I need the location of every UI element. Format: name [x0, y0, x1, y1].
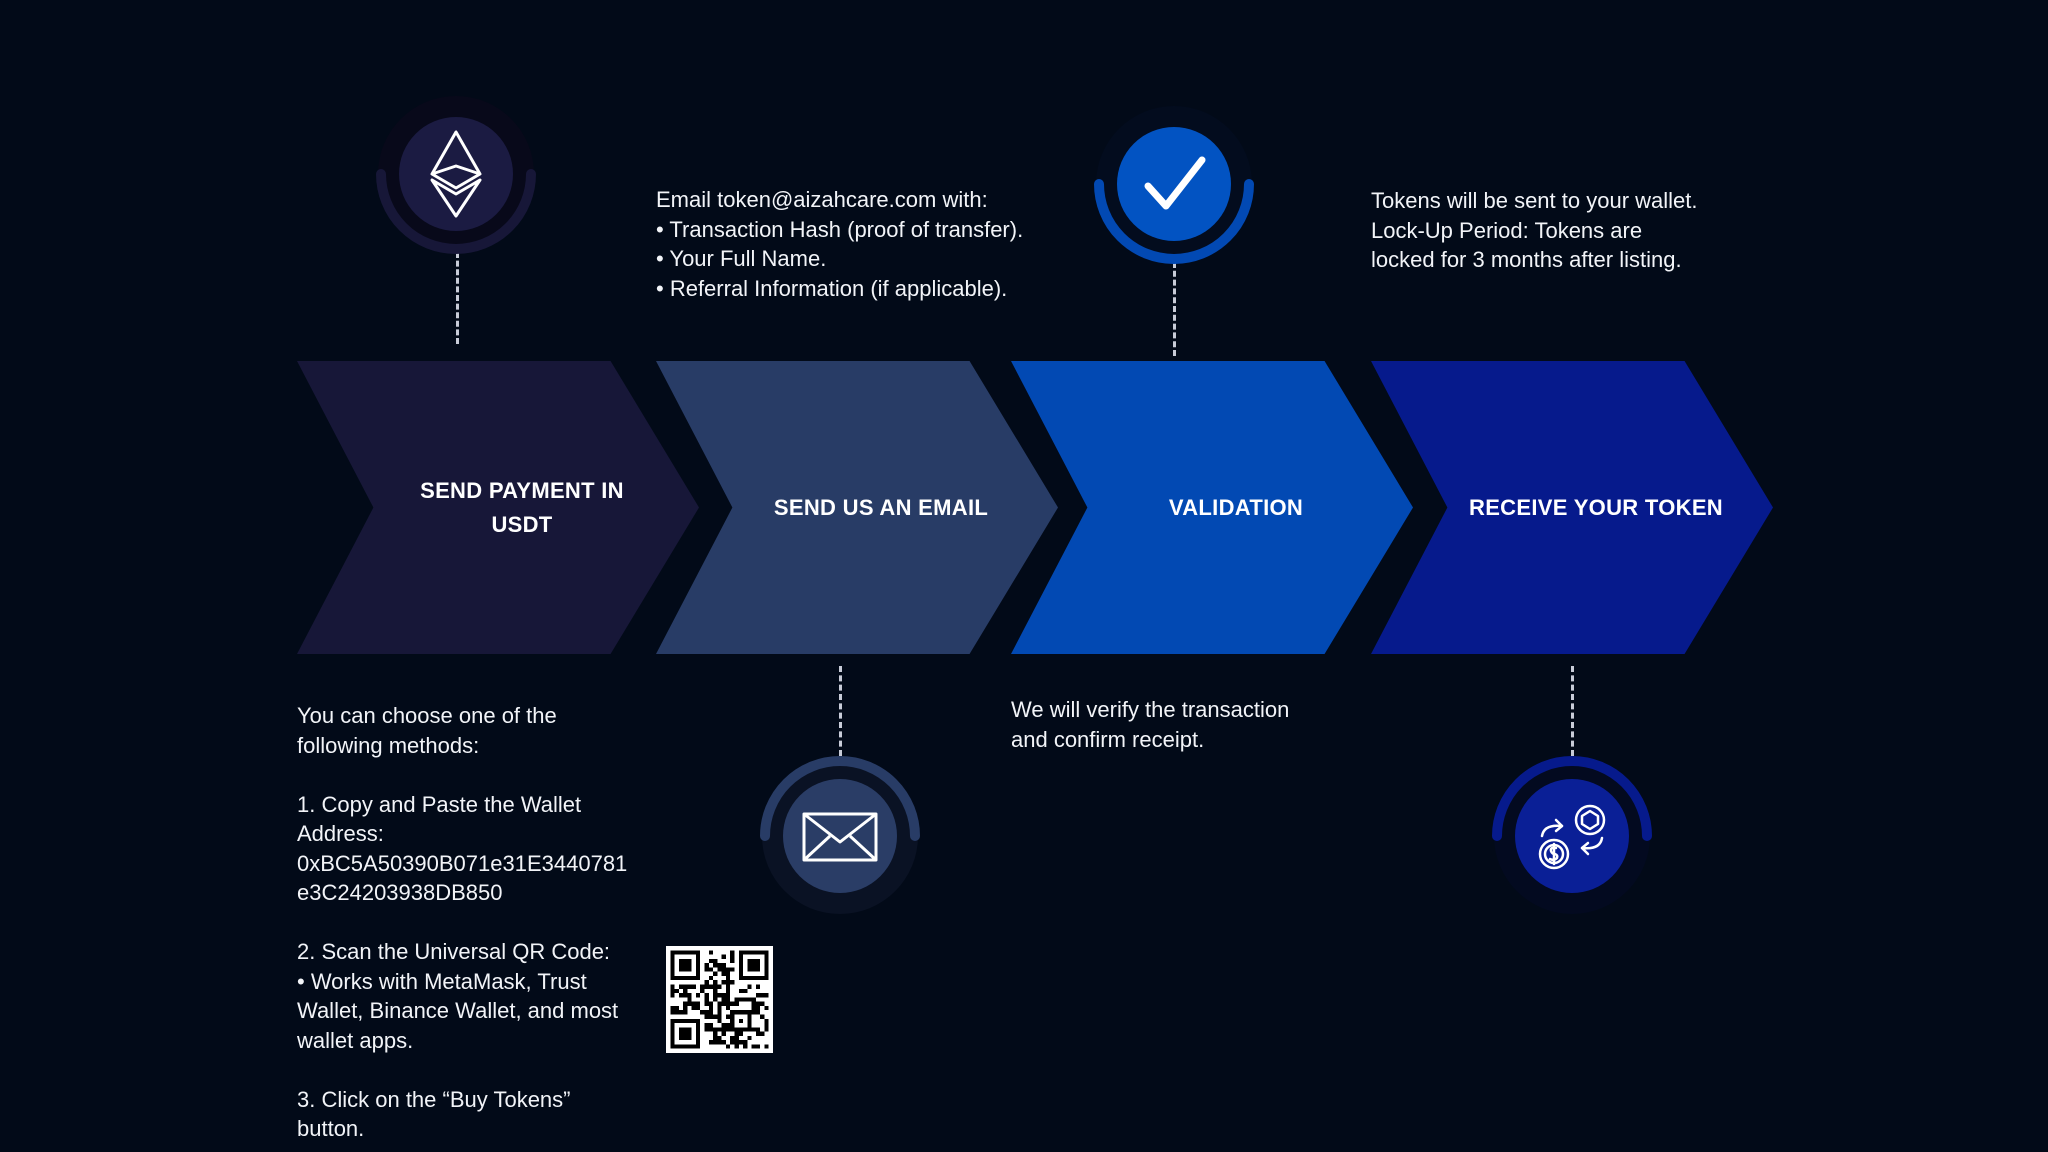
step-receive-token: RECEIVE YOUR TOKEN [1371, 361, 1773, 654]
checkmark-icon [1144, 156, 1206, 210]
step-label: VALIDATION [1168, 494, 1304, 520]
step-label: SEND PAYMENT IN USDT [420, 477, 624, 537]
envelope-badge [760, 756, 920, 916]
qr-code [666, 946, 773, 1053]
step-label: SEND US AN EMAIL [773, 494, 989, 520]
payment-methods: You can choose one of the following meth… [297, 703, 628, 1141]
connector-step-3 [1173, 262, 1176, 356]
step-send-payment: SEND PAYMENT IN USDT [297, 361, 699, 654]
connector-step-4 [1571, 666, 1574, 756]
step-validation: VALIDATION [1011, 361, 1413, 654]
step-send-email: SEND US AN EMAIL [656, 361, 1058, 654]
ethereum-icon [430, 130, 482, 218]
envelope-icon [802, 812, 878, 862]
connector-step-1 [456, 252, 459, 344]
receive-token-info: Tokens will be sent to your wallet. Lock… [1371, 188, 1698, 272]
step-label: RECEIVE YOUR TOKEN [1469, 494, 1723, 520]
token-exchange-badge [1492, 756, 1652, 916]
ethereum-badge [376, 94, 536, 254]
token-exchange-icon [1538, 804, 1606, 870]
validation-description: We will verify the transaction and confi… [1011, 697, 1290, 752]
checkmark-badge [1094, 104, 1254, 264]
connector-step-2 [839, 666, 842, 756]
email-instructions: Email token@aizahcare.com with: • Transa… [656, 187, 1024, 301]
